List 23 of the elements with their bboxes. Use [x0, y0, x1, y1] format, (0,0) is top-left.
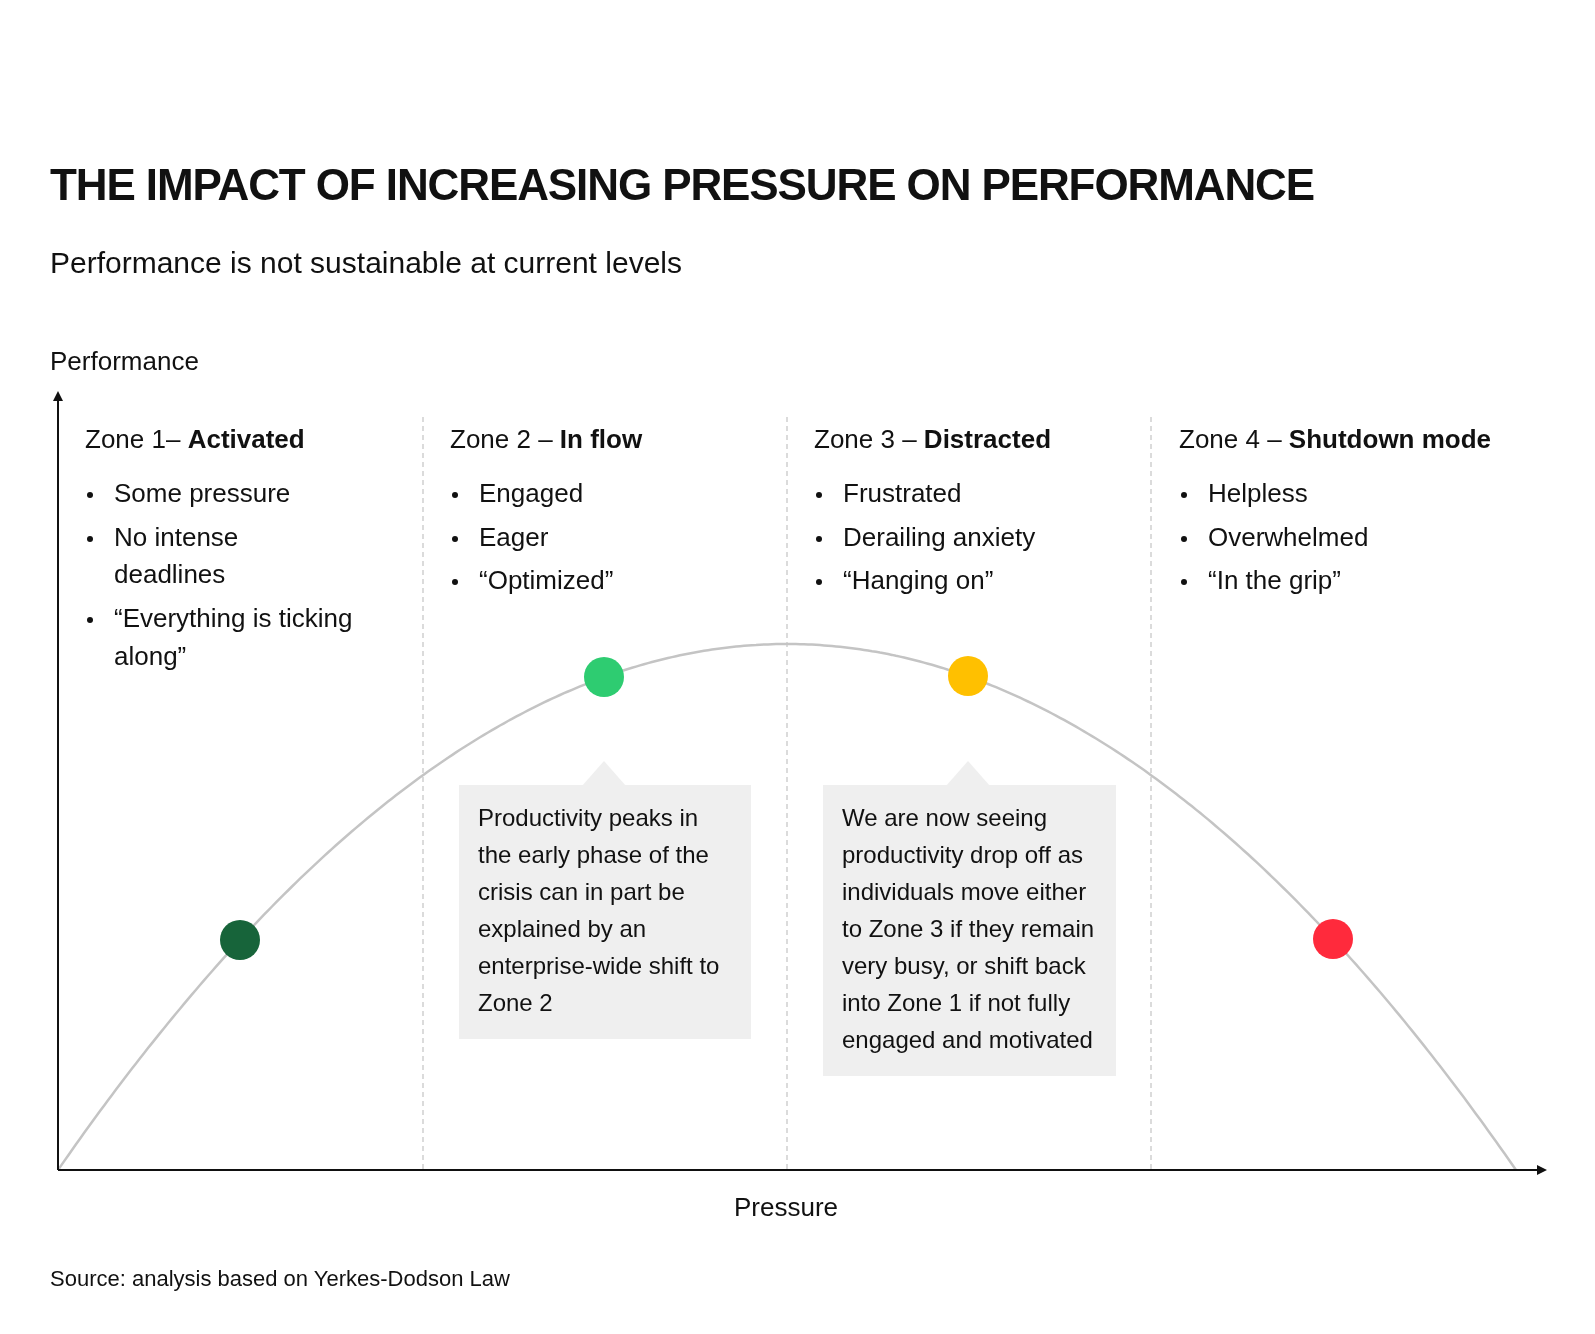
zone-heading: Zone 3 – Distracted — [814, 423, 1052, 456]
bullet-text: Engaged — [479, 477, 585, 510]
bullet-text: Derailing anxiety — [843, 520, 1037, 554]
callout-text: Productivity peaks in the early phase of the crisis can in part be explained by an enterprise-wide shift to Zone 2 — [478, 803, 721, 1018]
bullet-text: Some pressure — [114, 477, 292, 510]
zone-heading: Zone 4 – Shutdown mode — [1179, 423, 1493, 456]
zone-heading: Zone 2 – In flow — [450, 423, 644, 456]
chart-title: THE IMPACT OF INCREASING PRESSURE ON PERFORMANCE — [50, 163, 1315, 207]
zone-heading: Zone 1– Activated — [85, 423, 306, 456]
callout-text: We are now seeing productivity drop off as individuals move either to Zone 3 if they remain very busy, or shift back into Zone 1 if not fully engaged and motivated — [842, 803, 1096, 1055]
bullet-text: “In the grip” — [1208, 564, 1342, 598]
bullet-text: “Everything is ticking along” — [114, 602, 354, 673]
bullet-text: Frustrated — [843, 477, 963, 510]
subtitle: Performance is not sustainable at current levels — [50, 245, 682, 281]
bullet-text: “Optimized” — [479, 564, 615, 598]
bullet-text: Helpless — [1208, 477, 1309, 510]
bullet-text: Overwhelmed — [1208, 520, 1370, 554]
axis-label: Performance — [50, 345, 199, 378]
bullet-text: No intense deadlines — [114, 520, 240, 592]
axis-label: Pressure — [732, 1191, 839, 1224]
bullet-text: Eager — [479, 520, 550, 554]
source-note: Source: analysis based on Yerkes-Dodson Law — [50, 1265, 510, 1293]
bullet-text: “Hanging on” — [843, 564, 995, 598]
